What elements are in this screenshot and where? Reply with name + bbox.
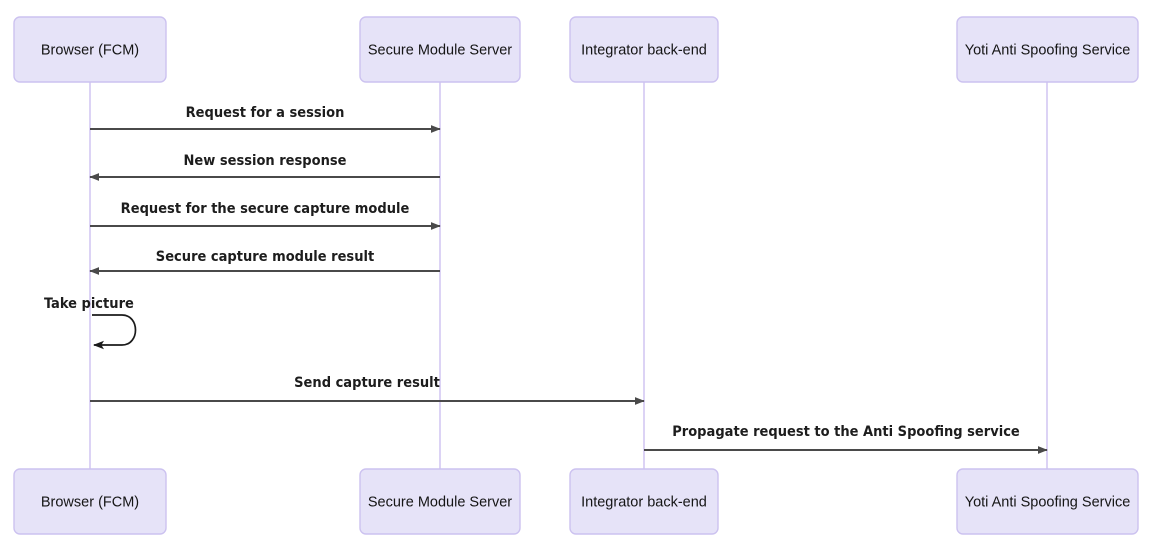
message-request-for-the-secure-capture-module[interactable]: Request for the secure capture module xyxy=(90,201,441,230)
message-label-new-session-response: New session response xyxy=(183,153,346,169)
participant-box-browser-bottom[interactable] xyxy=(13,468,167,535)
participant-label-browser-bottom: Browser (FCM) xyxy=(41,494,139,510)
participant-label-secure-module-server-top: Secure Module Server xyxy=(368,42,512,58)
participant-label-browser-top: Browser (FCM) xyxy=(41,42,139,58)
participant-label-integrator-backend-top: Integrator back-end xyxy=(581,42,707,58)
participant-label-yoti-anti-spoofing-bottom: Yoti Anti Spoofing Service xyxy=(965,494,1131,510)
participant-box-yoti-anti-spoofing-bottom[interactable] xyxy=(956,468,1139,535)
message-propagate-request-to-the-anti-spoofing-service[interactable]: Propagate request to the Anti Spoofing s… xyxy=(644,424,1048,454)
message-label-secure-capture-module-result: Secure capture module result xyxy=(156,249,374,265)
message-label-request-for-a-session: Request for a session xyxy=(186,105,345,121)
lifelines-group xyxy=(89,82,1048,469)
message-take-picture[interactable]: Take picture xyxy=(44,296,137,350)
message-request-for-a-session[interactable]: Request for a session xyxy=(90,105,441,133)
participant-label-secure-module-server-bottom: Secure Module Server xyxy=(368,494,512,510)
message-send-capture-result[interactable]: Send capture result xyxy=(90,375,645,405)
participant-box-secure-module-server-bottom[interactable] xyxy=(359,468,521,535)
participant-box-browser-top[interactable] xyxy=(13,16,167,83)
participant-box-integrator-backend-top[interactable] xyxy=(569,16,719,83)
message-label-propagate-request-to-the-anti-spoofing-service: Propagate request to the Anti Spoofing s… xyxy=(672,424,1020,440)
message-label-send-capture-result: Send capture result xyxy=(294,375,440,391)
participant-box-integrator-backend-bottom[interactable] xyxy=(569,468,719,535)
message-secure-capture-module-result[interactable]: Secure capture module result xyxy=(89,249,440,275)
message-new-session-response[interactable]: New session response xyxy=(89,153,440,181)
participant-label-integrator-backend-bottom: Integrator back-end xyxy=(581,494,707,510)
participant-box-secure-module-server-top[interactable] xyxy=(359,16,521,83)
participants-top-group: Browser (FCM) Secure Module Server Integra… xyxy=(13,16,1139,83)
participant-label-yoti-anti-spoofing-top: Yoti Anti Spoofing Service xyxy=(965,42,1131,58)
message-label-take-picture: Take picture xyxy=(44,296,134,312)
participant-box-yoti-anti-spoofing-top[interactable] xyxy=(956,16,1139,83)
message-label-request-for-the-secure-capture-module: Request for the secure capture module xyxy=(121,201,410,217)
message-line-take-picture xyxy=(92,314,137,350)
participants-bottom-group: Browser (FCM) Secure Module Server Integra… xyxy=(13,468,1139,535)
